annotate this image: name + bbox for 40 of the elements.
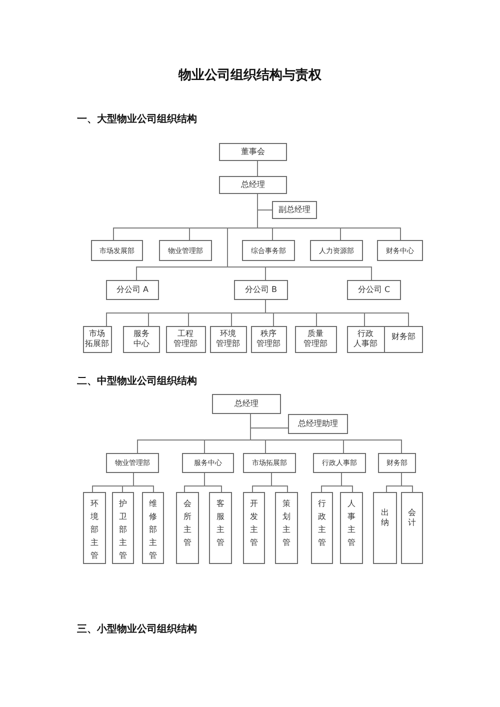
org-chart-box: 护卫部主管 — [112, 492, 134, 564]
connector-line — [271, 472, 288, 492]
org-chart-box: 维修部主管 — [142, 492, 164, 564]
org-chart-box: 质量管理部 — [295, 326, 337, 353]
connector-line — [227, 194, 372, 280]
org-chart-box: 总经理助理 — [288, 414, 348, 434]
org-chart-box: 副总经理 — [272, 201, 317, 219]
org-chart-box: 环境管理部 — [210, 326, 247, 353]
org-chart-box: 行政人事部 — [347, 326, 385, 353]
connector-line — [133, 472, 154, 492]
org-chart-box: 工程管理部 — [166, 326, 206, 353]
org-chart-box: 分公司 B — [234, 280, 288, 300]
org-chart-box: 会所主管 — [176, 492, 199, 564]
org-chart-box: 人事主管 — [340, 492, 363, 564]
section-heading: 三、小型物业公司组织结构 — [77, 624, 197, 636]
connector-line — [257, 160, 258, 176]
org-chart-box: 分公司 C — [347, 280, 401, 300]
section-heading: 一、大型物业公司组织结构 — [77, 114, 197, 126]
org-chart-box: 总经理 — [219, 176, 287, 194]
org-chart-box: 总经理 — [212, 394, 281, 414]
org-chart-box: 客服主管 — [209, 492, 232, 564]
org-chart-box: 策划主管 — [275, 492, 298, 564]
org-chart-box: 市场拓展部 — [83, 326, 112, 353]
org-chart-box: 分公司 A — [106, 280, 159, 300]
section-heading: 二、中型物业公司组织结构 — [77, 376, 197, 388]
org-chart-box: 会计 — [401, 492, 423, 564]
org-chart-box: 秩序管理部 — [251, 326, 287, 353]
org-chart-box: 行政主管 — [311, 492, 333, 564]
connector-line — [204, 472, 222, 492]
org-chart-box: 董事会 — [219, 143, 287, 161]
connector-line — [341, 472, 353, 492]
connector-line — [265, 300, 409, 326]
org-chart-box: 出纳 — [373, 492, 397, 564]
connector-line — [250, 414, 402, 454]
connector-line — [401, 472, 413, 492]
page-title: 物业公司组织结构与责权 — [178, 67, 322, 82]
org-chart-box: 财务部 — [384, 326, 423, 353]
org-chart-box: 开发主管 — [243, 492, 265, 564]
org-chart-box: 服务中心 — [123, 326, 160, 353]
org-chart-box: 环境部主管 — [83, 492, 106, 564]
